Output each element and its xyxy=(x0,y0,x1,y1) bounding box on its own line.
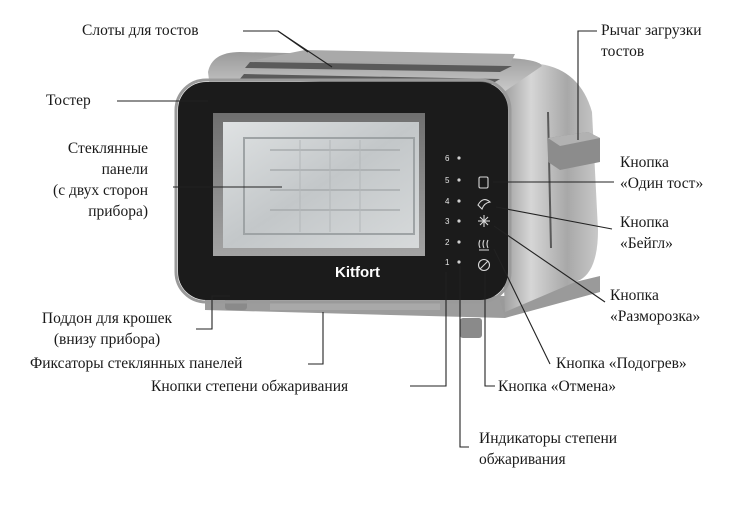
glass-window xyxy=(213,113,425,256)
level-indicator-3 xyxy=(457,219,461,223)
level-2: 2 xyxy=(445,238,450,247)
label-defrost-button: Кнопка «Разморозка» xyxy=(610,287,701,325)
lever-slot xyxy=(547,111,552,249)
level-3: 3 xyxy=(445,217,450,226)
label-browning-indicators: Индикаторы степени обжаривания xyxy=(479,430,618,468)
label-crumb-tray: Поддон для крошек (внизу прибора) xyxy=(41,310,173,348)
cancel-button-icon[interactable] xyxy=(477,258,491,272)
label-toast-slots: Слоты для тостов xyxy=(82,22,199,39)
level-indicator-4 xyxy=(457,199,461,203)
level-indicator-2 xyxy=(457,240,461,244)
label-bagel-button: Кнопка «Бейгл» xyxy=(620,214,673,252)
level-4: 4 xyxy=(445,197,450,206)
label-toaster: Тостер xyxy=(46,92,91,109)
label-cancel-button: Кнопка «Отмена» xyxy=(498,378,617,395)
level-indicator-1 xyxy=(457,260,461,264)
foot-front-right xyxy=(460,318,482,338)
one-toast-button-icon[interactable] xyxy=(478,176,489,189)
label-one-toast-button: Кнопка «Один тост» xyxy=(620,154,704,192)
bagel-button-icon[interactable] xyxy=(477,199,492,211)
brand-logo: Kitfort xyxy=(335,264,380,281)
label-reheat-button: Кнопка «Подогрев» xyxy=(556,355,687,372)
level-6: 6 xyxy=(445,154,450,163)
label-panel-latches: Фиксаторы стеклянных панелей xyxy=(30,355,243,372)
level-5: 5 xyxy=(445,176,450,185)
reheat-button-icon[interactable] xyxy=(478,239,489,251)
browning-levels: 6 5 4 3 2 1 xyxy=(445,154,461,267)
leader-lines xyxy=(117,30,614,448)
level-1: 1 xyxy=(445,258,450,267)
label-browning-buttons: Кнопки степени обжаривания xyxy=(151,378,349,395)
label-loading-lever: Рычаг загрузки тостов xyxy=(601,22,702,60)
label-glass-panels: Стеклянные панели (с двух сторон прибора… xyxy=(53,140,148,220)
level-indicator-6 xyxy=(457,156,461,160)
defrost-button-icon[interactable] xyxy=(478,215,490,227)
toaster-side-panel xyxy=(495,60,598,312)
level-indicator-5 xyxy=(457,178,461,182)
loading-lever[interactable] xyxy=(548,132,600,170)
function-buttons xyxy=(477,176,492,272)
